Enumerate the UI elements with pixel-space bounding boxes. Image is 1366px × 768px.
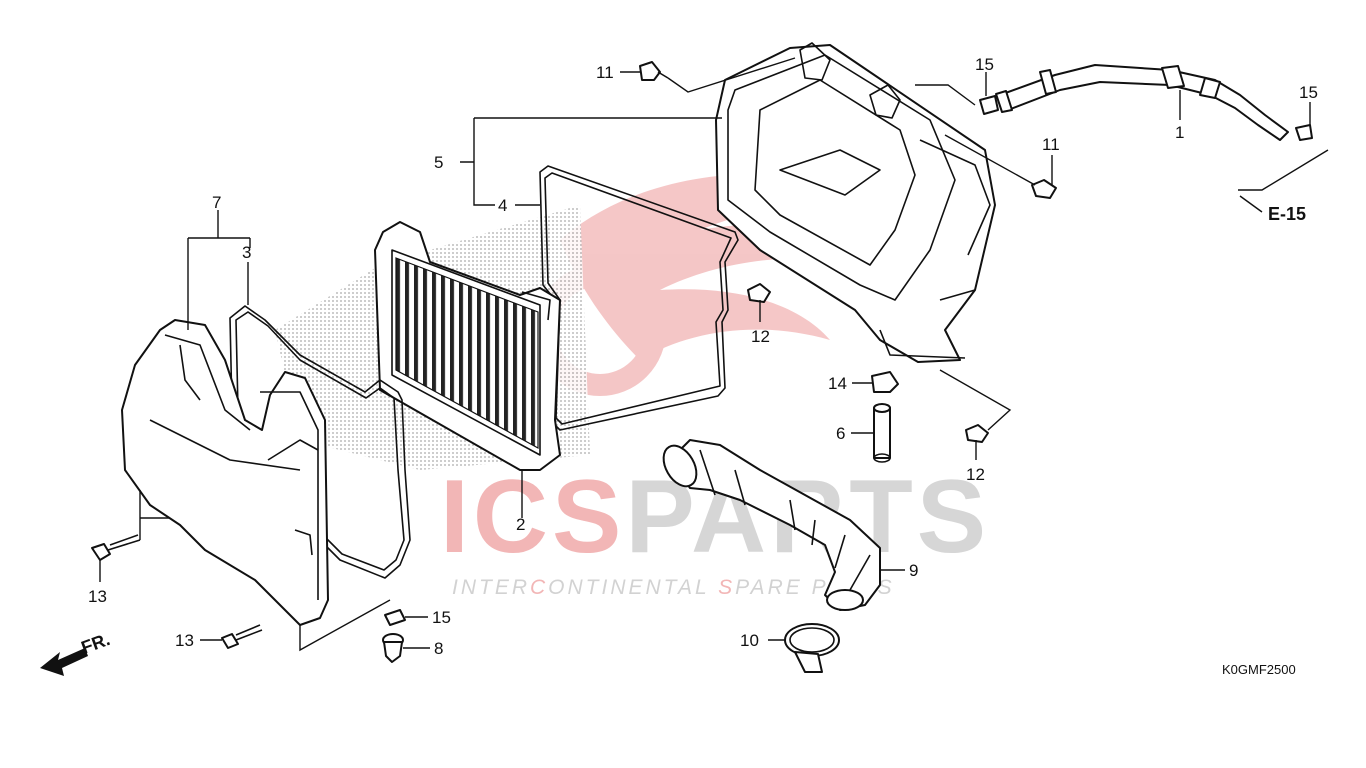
- breather-tube: [995, 64, 1289, 141]
- fasteners: [91, 61, 1313, 649]
- drain-plug: [382, 633, 404, 663]
- callout-3: 3: [242, 243, 251, 262]
- callout-15-right: 15: [1299, 83, 1318, 102]
- air-filter-element: [374, 221, 561, 471]
- callout-2: 2: [516, 515, 525, 534]
- front-marker-label: FR.: [79, 629, 113, 658]
- front-direction-arrow: FR.: [40, 629, 113, 676]
- callout-12-right: 12: [966, 465, 985, 484]
- drain-tube: [873, 403, 891, 463]
- air-cleaner-cover: [121, 319, 329, 626]
- tube-clip: [871, 371, 899, 393]
- callout-1: 1: [1175, 123, 1184, 142]
- diagram-code: K0GMF2500: [1222, 662, 1296, 677]
- section-reference: E-15: [1268, 204, 1306, 224]
- callout-6: 6: [836, 424, 845, 443]
- callout-labels: 1 2 3 4 5 6 7 8 9 10 11 11 12 12 13 13 1…: [88, 55, 1318, 658]
- callout-10: 10: [740, 631, 759, 650]
- callout-12-middle: 12: [751, 327, 770, 346]
- callout-8: 8: [434, 639, 443, 658]
- watermark: ICSPARTS INTERCONTINENTAL SPARE PARTS: [440, 174, 986, 599]
- hose-clamp: [784, 623, 840, 673]
- callout-15-bottom: 15: [432, 608, 451, 627]
- leader-lines: [99, 57, 1329, 652]
- connecting-tube: [662, 439, 881, 611]
- callout-4: 4: [498, 196, 507, 215]
- callout-14: 14: [828, 374, 847, 393]
- callout-13-left: 13: [88, 587, 107, 606]
- callout-15-top: 15: [975, 55, 994, 74]
- callout-5: 5: [434, 153, 443, 172]
- air-cleaner-case: [715, 42, 996, 363]
- callout-11-right: 11: [1042, 135, 1060, 154]
- watermark-logo-swoosh: [560, 174, 870, 360]
- callout-11-top: 11: [596, 63, 614, 82]
- callout-9: 9: [909, 561, 918, 580]
- callout-13-bottom: 13: [175, 631, 194, 650]
- callout-7: 7: [212, 193, 221, 212]
